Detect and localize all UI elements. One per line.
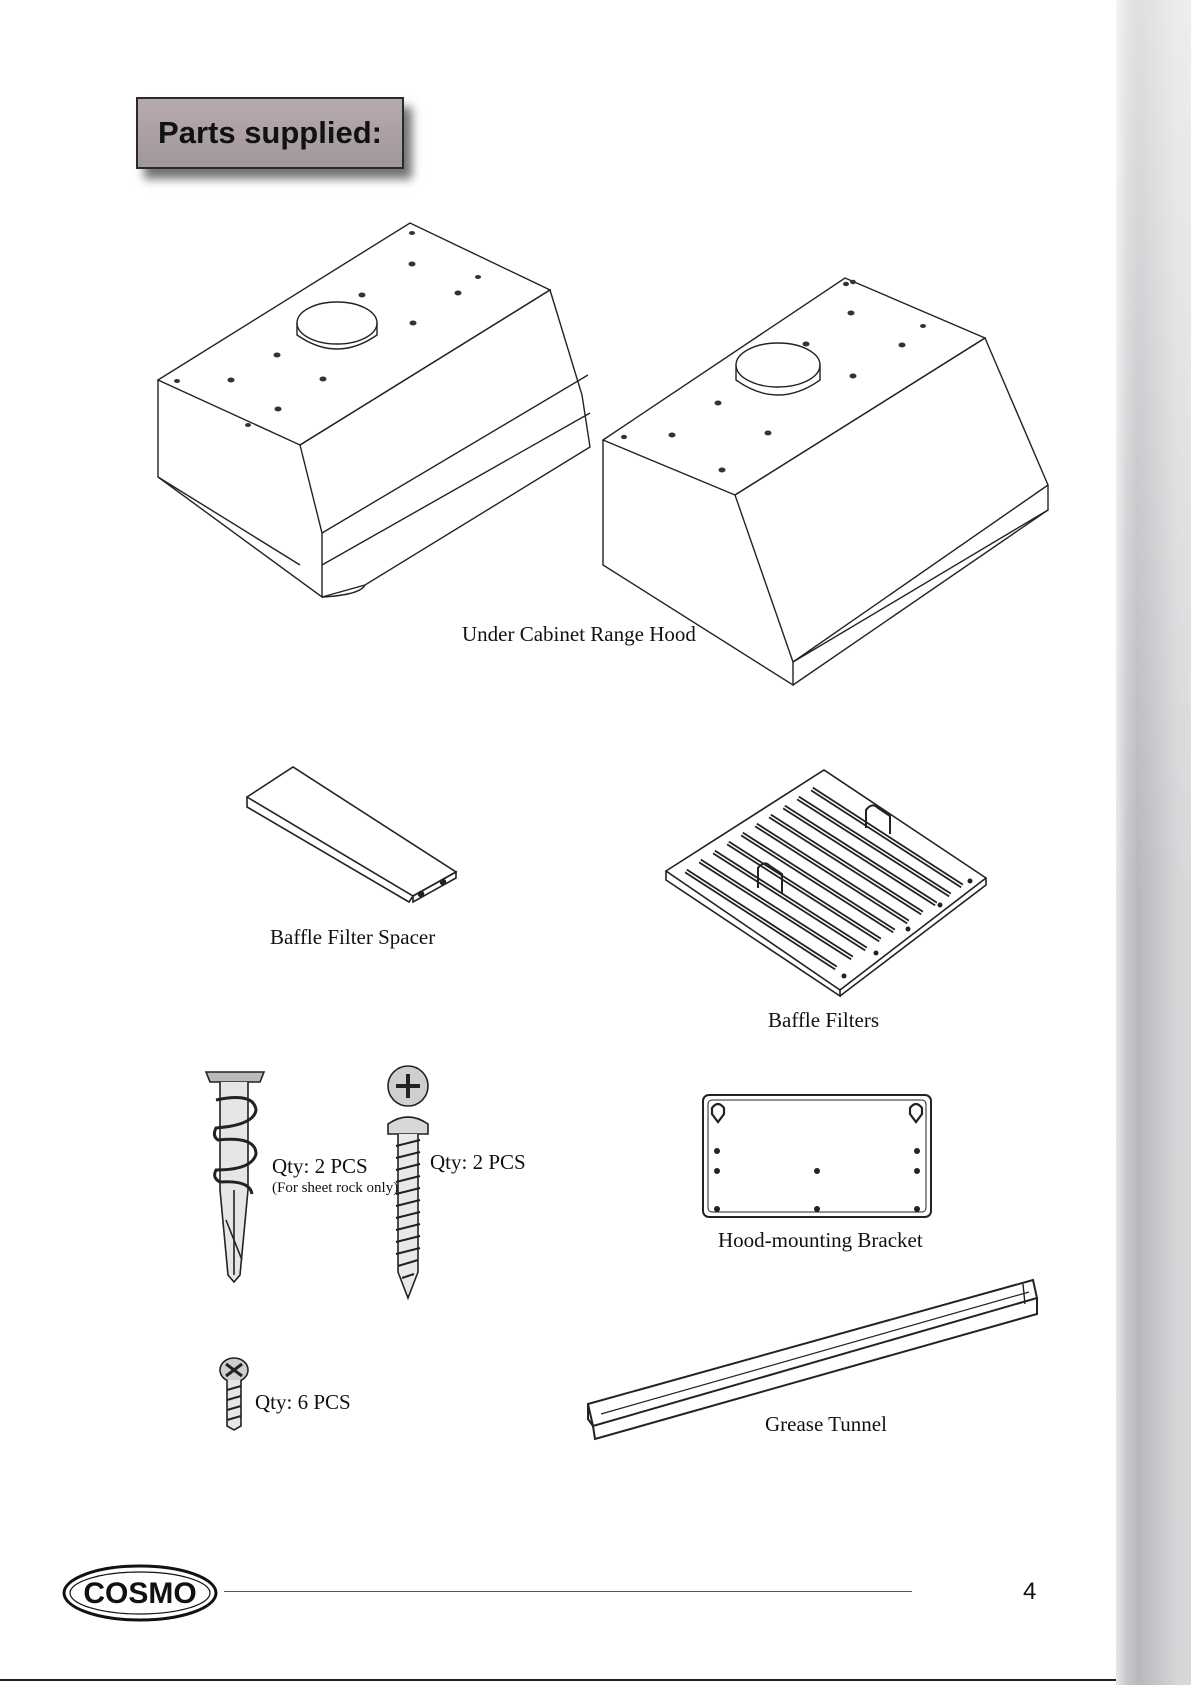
mounting-bracket-icon: [700, 1092, 934, 1220]
pan-head-screw-icon: [382, 1062, 434, 1302]
range-hood-label: Under Cabinet Range Hood: [462, 622, 696, 647]
drywall-anchor-icon: [204, 1070, 266, 1285]
baffle-filter-spacer-label: Baffle Filter Spacer: [270, 925, 435, 950]
footer-divider: [224, 1591, 912, 1592]
page-side-band: [1116, 0, 1191, 1685]
hood-mounting-bracket-label: Hood-mounting Bracket: [718, 1228, 923, 1253]
anchor-note-label: (For sheet rock only): [272, 1180, 398, 1197]
range-hood-icon: [150, 215, 595, 605]
logo-text: COSMO: [83, 1577, 196, 1610]
baffle-filter-icon: [664, 768, 988, 998]
baffle-filter-spacer-icon: [243, 762, 460, 902]
section-heading: Parts supplied:: [158, 115, 382, 151]
anchor-qty-label: Qty: 2 PCS: [272, 1154, 368, 1179]
page-number: 4: [1023, 1578, 1036, 1606]
grease-tunnel-label: Grease Tunnel: [765, 1412, 887, 1437]
screw-qty-label: Qty: 2 PCS: [430, 1150, 526, 1175]
small-screw-qty-label: Qty: 6 PCS: [255, 1390, 351, 1415]
section-heading-box: Parts supplied:: [136, 97, 404, 169]
bottom-rule: [0, 1679, 1116, 1681]
cosmo-logo-icon: COSMO: [60, 1563, 220, 1623]
small-screw-icon: [218, 1356, 250, 1432]
baffle-filters-label: Baffle Filters: [768, 1008, 879, 1033]
